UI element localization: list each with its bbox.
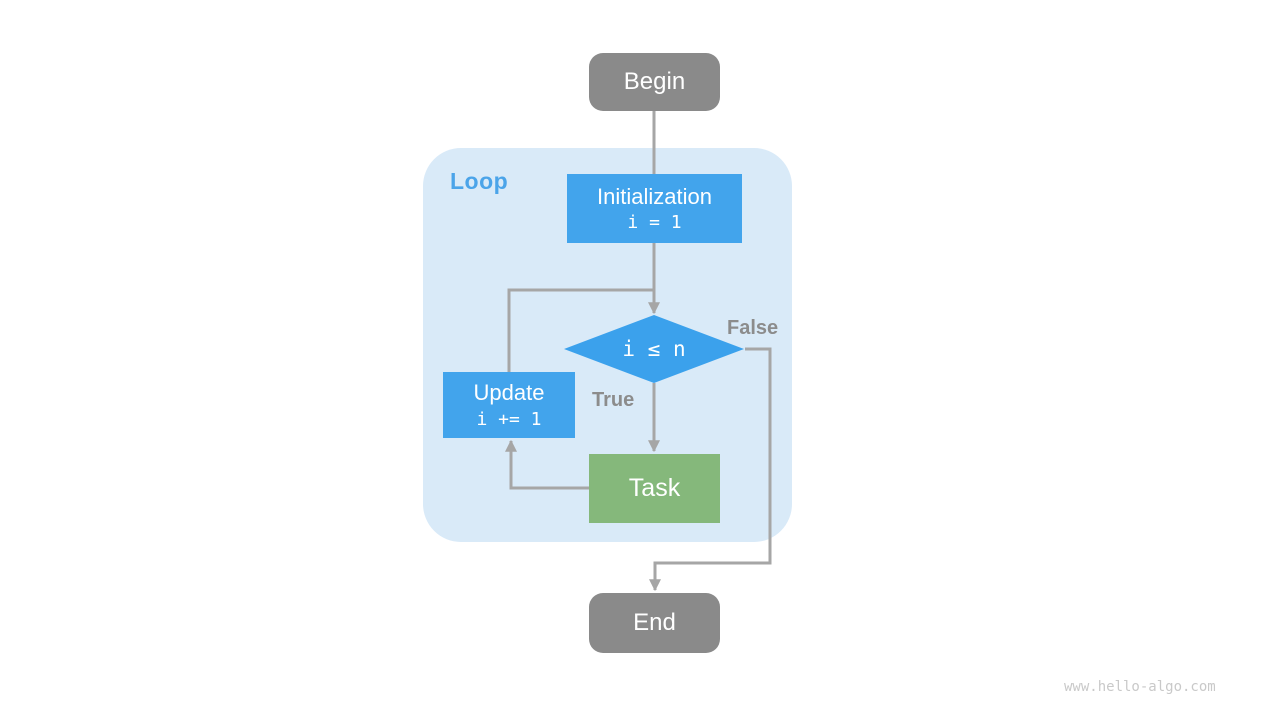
watermark-text: www.hello-algo.com: [1064, 679, 1216, 695]
node-initialization-code: i = 1: [627, 212, 682, 233]
node-task-label: Task: [628, 473, 681, 502]
connector-update-loopback: [507, 288, 654, 373]
branch-label-true: True: [592, 389, 635, 411]
loop-region-label: Loop: [450, 168, 509, 194]
node-initialization: Initialization i = 1: [567, 174, 742, 243]
node-task: Task: [589, 454, 720, 523]
node-end: End: [589, 593, 720, 653]
connector-condition-false-to-end: [649, 347, 772, 592]
node-condition-code: i ≤ n: [622, 336, 686, 361]
node-update: Update i += 1: [443, 372, 575, 438]
node-update-code: i += 1: [476, 408, 542, 430]
connector-task-to-update: [505, 439, 589, 490]
node-update-title: Update: [473, 380, 545, 405]
node-begin-label: Begin: [623, 68, 686, 95]
node-end-label: End: [633, 609, 676, 636]
node-initialization-title: Initialization: [597, 183, 712, 209]
node-begin: Begin: [589, 53, 720, 111]
branch-label-false: False: [727, 317, 779, 339]
